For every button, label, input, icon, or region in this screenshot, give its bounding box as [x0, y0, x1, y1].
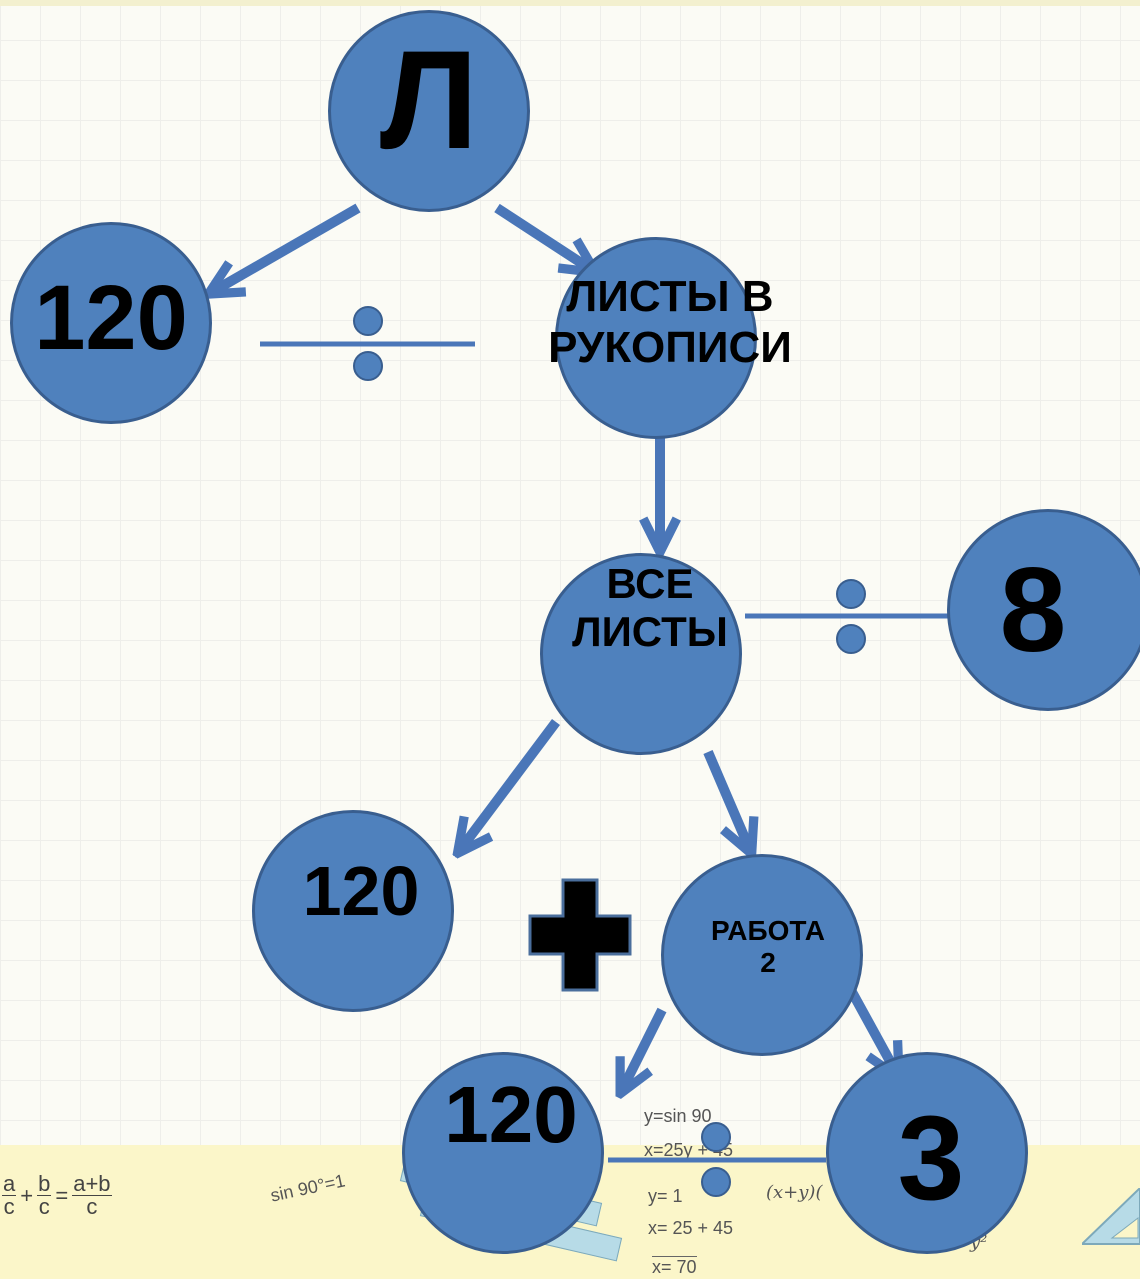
arrow-all-to-work — [703, 750, 750, 850]
arrow-root-to-120 — [212, 203, 361, 292]
node-pages-in-manuscript — [555, 237, 757, 439]
system-result: x= 70 — [652, 1256, 697, 1277]
node-left-120-label: 120 — [34, 267, 188, 369]
plus-icon — [528, 878, 632, 992]
set-square-icon — [1082, 1188, 1140, 1245]
node-middle-120 — [252, 810, 454, 1012]
system2-line2: x= 25 + 45 — [648, 1218, 734, 1238]
node-three-label: 3 — [897, 1091, 965, 1225]
division-sign-middle — [745, 579, 958, 654]
node-root-label: Л — [379, 21, 479, 178]
arrow-all-to-120 — [460, 719, 560, 850]
node-pages-in-manuscript-label: ЛИСТЫ В РУКОПИСИ — [548, 272, 792, 372]
system2-line1: y= 1 — [648, 1186, 683, 1206]
node-all-pages — [540, 553, 742, 755]
node-eight-label: 8 — [999, 543, 1067, 677]
node-root — [328, 10, 530, 212]
division-sign-top — [260, 306, 475, 381]
node-all-pages-label: ВСЕ ЛИСТЫ — [572, 560, 728, 656]
node-middle-120-label: 120 — [302, 852, 420, 930]
node-work-2 — [661, 854, 863, 1056]
node-bottom-120-label: 120 — [444, 1070, 578, 1159]
binomial-formula: (x+y)( — [766, 1182, 823, 1203]
node-bottom-120 — [402, 1052, 604, 1254]
system1-line1: y=sin 90 — [644, 1106, 712, 1126]
arrow-root-to-pages — [494, 203, 592, 270]
node-left-120 — [10, 222, 212, 424]
node-eight — [947, 509, 1140, 711]
node-three — [826, 1052, 1028, 1254]
node-work-2-label: РАБОТА 2 — [711, 915, 825, 979]
arrow-work-to-120 — [622, 1007, 667, 1090]
top-border — [0, 0, 1140, 6]
